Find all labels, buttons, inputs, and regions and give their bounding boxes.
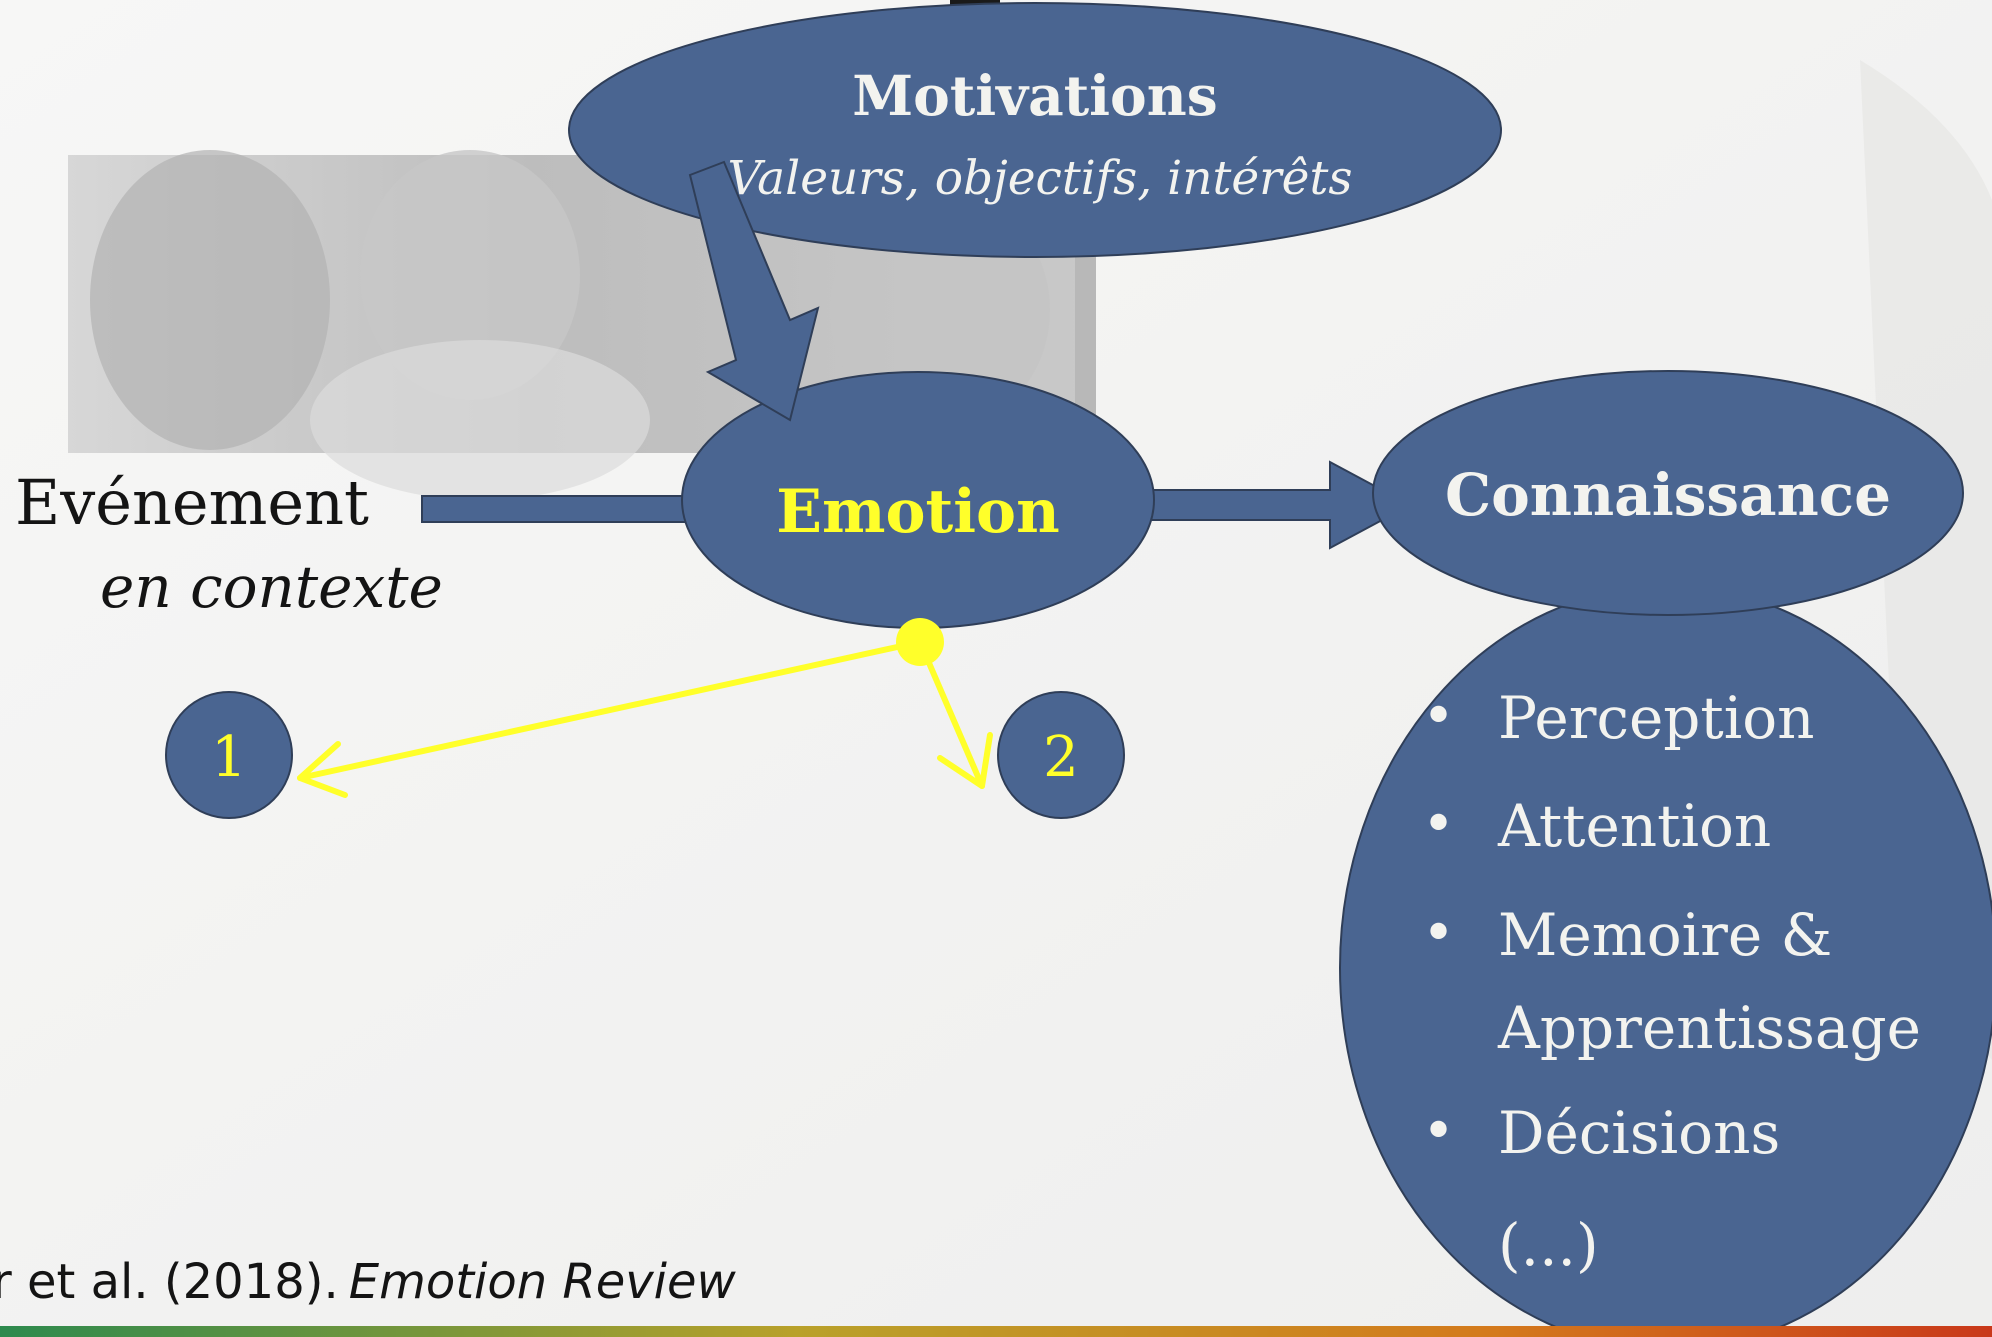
citation-journal: Emotion Review (349, 1254, 737, 1310)
marker-label: 2 (1043, 725, 1079, 790)
list-item: (...) (1498, 1211, 1599, 1279)
motivations-subtitle: Valeurs, objectifs, intérêts (728, 151, 1353, 206)
motivations-ellipse (568, 2, 1502, 258)
bullet-icon: • (1422, 684, 1455, 749)
motivations-title: Motivations (852, 63, 1217, 128)
list-item: Décisions (1498, 1099, 1780, 1167)
citation: r et al. (2018).Emotion Review (0, 1254, 737, 1310)
arrowhead-icon (937, 732, 993, 789)
arrow-to-marker-1 (297, 639, 923, 781)
list-item: Memoire & (1498, 901, 1832, 969)
event-arrow (421, 495, 713, 523)
list-item: Attention (1497, 792, 1771, 860)
emotion-label: Emotion (776, 477, 1059, 547)
event-subtitle: en contexte (100, 553, 443, 621)
connaissance-title: Connaissance (1445, 461, 1891, 529)
bullet-icon: • (1422, 1099, 1455, 1164)
emotion-effect-arrows (297, 618, 993, 798)
marker-label: 1 (211, 725, 247, 790)
citation-authors: r et al. (2018). (0, 1254, 339, 1310)
connaissance-list: • Perception • Attention • Memoire & App… (1422, 684, 1921, 1279)
emotion-to-connaissance-arrow (1139, 460, 1413, 550)
list-item: Apprentissage (1497, 994, 1921, 1062)
bullet-icon: • (1422, 792, 1455, 857)
bottom-color-bar (0, 1326, 1992, 1337)
motivation-arrow (688, 160, 820, 422)
event-title: Evénement (15, 466, 369, 539)
arrowhead-icon (297, 741, 348, 798)
bullet-icon: • (1422, 901, 1455, 966)
connaissance-ellipse (1372, 370, 1964, 616)
marker-1: 1 (165, 691, 293, 819)
list-item: Perception (1498, 684, 1815, 752)
arrow-to-marker-2 (917, 639, 985, 789)
marker-2: 2 (997, 691, 1125, 819)
